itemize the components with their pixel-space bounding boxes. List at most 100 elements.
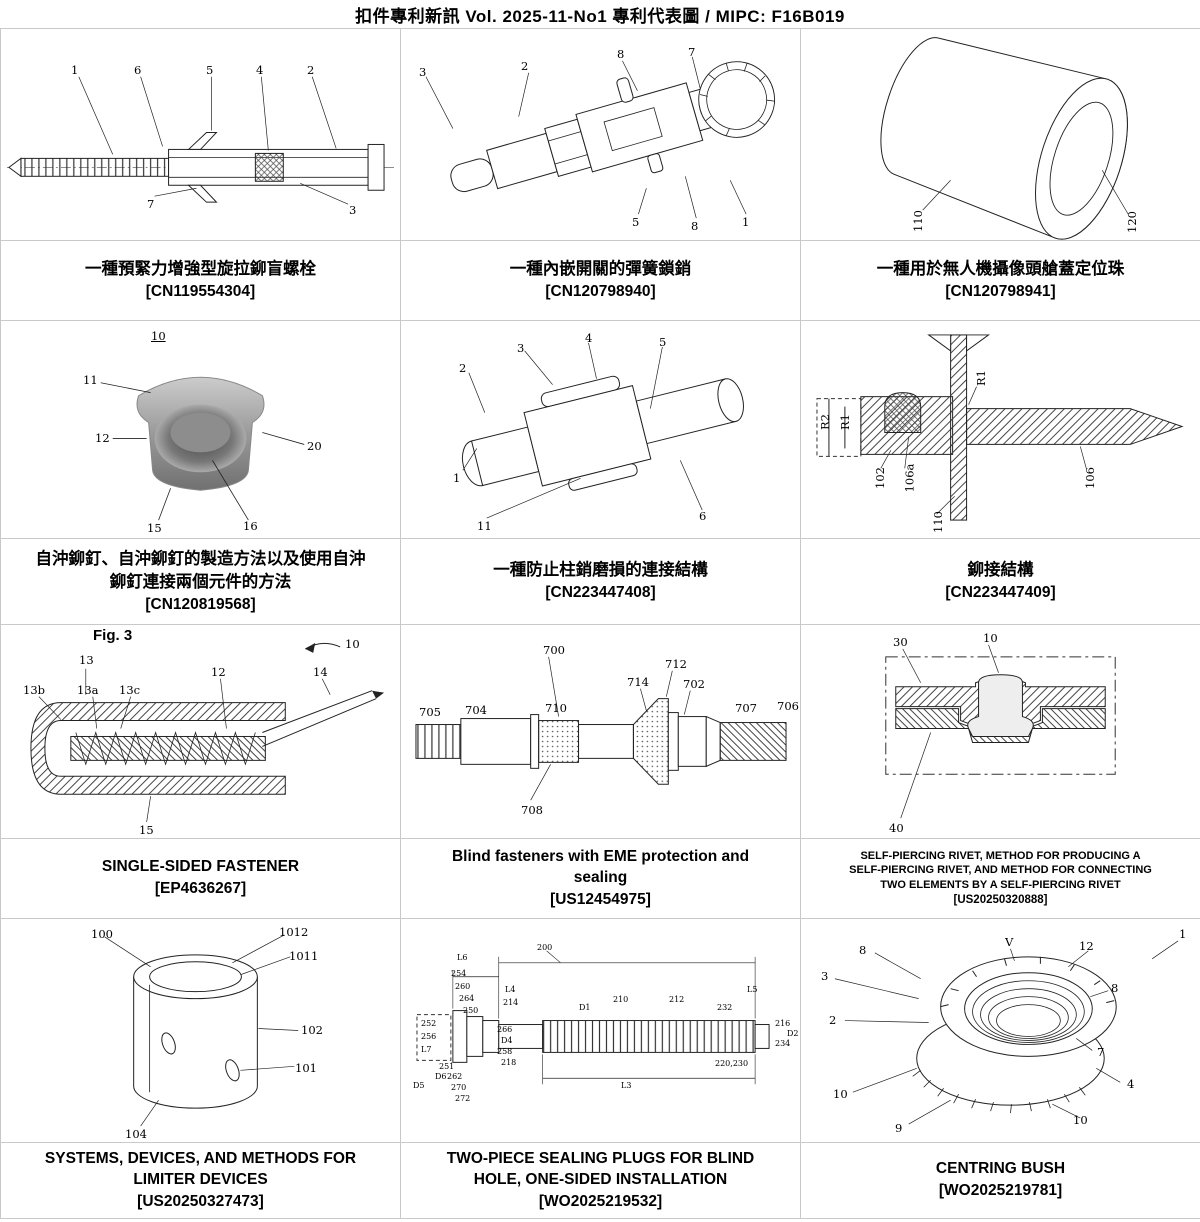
ref-label: R2 — [817, 414, 832, 430]
ref-label: D4 — [501, 1036, 513, 1045]
ref-label: 232 — [717, 1003, 733, 1012]
caption-US20250320888: SELF-PIERCING RIVET, METHOD FOR PRODUCIN… — [801, 839, 1200, 919]
limiter-sleeve-drawing — [104, 934, 299, 1127]
patent-number: [CN120798941] — [945, 283, 1056, 301]
patent-figure-sealing-plug: 200 L6 254 260 264 250 L4 214 D1 210 212… — [401, 919, 801, 1143]
ref-label: 254 — [451, 969, 467, 978]
ref-label: 13c — [119, 683, 141, 697]
ref-label: 12 — [211, 665, 226, 679]
ref-label: 1 — [742, 215, 750, 229]
ref-label: 100 — [91, 927, 113, 941]
patent-title: SELF-PIERCING RIVET, AND METHOD FOR CONN… — [849, 864, 1152, 877]
figure-caption-label: Fig. 3 — [93, 627, 133, 644]
patent-title: TWO ELEMENTS BY A SELF-PIERCING RIVET — [880, 878, 1121, 891]
ref-label: D5 — [413, 1081, 425, 1090]
ref-label: 1012 — [279, 925, 309, 939]
patent-figure-spring-lock-pin: 3 2 8 7 5 8 1 — [401, 29, 801, 241]
patent-figure-blind-fastener-eme: 700 712 714 702 705 704 710 707 706 708 — [401, 625, 801, 839]
ref-label: V — [1005, 935, 1014, 949]
ref-label: 102 — [872, 467, 887, 489]
positioning-ball-drawing — [880, 37, 1129, 240]
ref-label: 2 — [307, 63, 315, 77]
ref-label: 15 — [139, 823, 154, 837]
patent-title: 一種內嵌開關的彈簧鎖銷 — [509, 260, 692, 279]
patent-title: CENTRING BUSH — [935, 1160, 1066, 1178]
caption-WO2025219532: TWO-PIECE SEALING PLUGS FOR BLIND HOLE, … — [401, 1143, 801, 1219]
patent-number: [US20250327473] — [137, 1192, 264, 1210]
ref-label: 8 — [691, 219, 699, 233]
ref-label: 14 — [313, 665, 328, 679]
ref-label: 1 — [71, 63, 79, 77]
ref-label: 7 — [147, 197, 155, 211]
ref-label: 6 — [699, 509, 707, 523]
ref-label: 3 — [517, 341, 525, 355]
ref-label: 262 — [447, 1072, 463, 1081]
caption-WO2025219781: CENTRING BUSH [WO2025219781] — [801, 1143, 1200, 1219]
caption-EP4636267: SINGLE-SIDED FASTENER [EP4636267] — [1, 839, 401, 919]
ref-label: 110 — [910, 210, 925, 232]
ref-label: 700 — [543, 643, 565, 657]
single-sided-fastener-drawing — [30, 642, 385, 823]
patent-figure-limiter-sleeve: 100 1012 1011 102 101 104 — [1, 919, 401, 1143]
ref-label: 3 — [419, 65, 427, 79]
caption-CN120798941: 一種用於無人機攝像頭艙蓋定位珠 [CN120798941] — [801, 241, 1200, 321]
ref-label: D6 — [435, 1072, 447, 1081]
patent-figure-centring-bush: 8 V 12 1 3 8 2 7 10 4 9 10 — [801, 919, 1200, 1143]
patent-title: Blind fasteners with EME protection and — [451, 847, 750, 865]
ref-label: 258 — [497, 1047, 513, 1056]
ref-label: 10 — [151, 329, 166, 343]
patent-number: [CN223447409] — [945, 584, 1056, 602]
ref-label: 256 — [421, 1032, 437, 1041]
ref-label: L4 — [505, 985, 516, 994]
ref-label: 13a — [77, 683, 99, 697]
ref-label: 102 — [301, 1023, 323, 1037]
patent-title: 一種預緊力增強型旋拉鉚盲螺栓 — [85, 260, 316, 279]
ref-label: 101 — [295, 1061, 317, 1075]
ref-label: 7 — [1097, 1045, 1105, 1059]
patent-title: 自沖鉚釘、自沖鉚釘的製造方法以及使用自沖 — [35, 549, 366, 568]
caption-CN120819568: 自沖鉚釘、自沖鉚釘的製造方法以及使用自沖 鉚釘連接兩個元件的方法 [CN1208… — [1, 539, 401, 625]
ref-label: 251 — [439, 1062, 455, 1071]
ref-label: 5 — [659, 335, 667, 349]
patent-title: SYSTEMS, DEVICES, AND METHODS FOR — [44, 1149, 357, 1167]
ref-label: 708 — [521, 803, 543, 817]
ref-label: 6 — [134, 63, 142, 77]
patent-title: sealing — [573, 868, 628, 886]
ref-label: 714 — [627, 675, 649, 689]
patent-number: [CN223447408] — [545, 584, 656, 602]
pin-connection-drawing — [461, 342, 744, 519]
caption-CN223447408: 一種防止柱銷磨損的連接結構 [CN223447408] — [401, 539, 801, 625]
ref-label: L3 — [621, 1081, 632, 1090]
riveted-structure-drawing — [816, 334, 1184, 521]
ref-label: 104 — [125, 1127, 147, 1141]
patent-number: [CN120798940] — [545, 283, 656, 301]
ref-label: 4 — [585, 331, 593, 345]
ref-label: R1 — [837, 414, 852, 430]
ref-label: 250 — [463, 1006, 479, 1015]
self-piercing-rivet-photo — [100, 376, 305, 521]
ref-label: 12 — [95, 431, 110, 445]
patent-figure-single-sided-fastener: Fig. 3 13 13b 13a 13c 12 14 10 15 — [1, 625, 401, 839]
ref-label: 10 — [345, 637, 360, 651]
ref-label: 214 — [503, 998, 519, 1007]
ref-label: 8 — [859, 943, 867, 957]
ref-label: 110 — [930, 511, 945, 533]
ref-label: L6 — [457, 953, 468, 962]
ref-label: 705 — [419, 705, 441, 719]
ref-label: 11 — [83, 373, 98, 387]
caption-CN119554304: 一種預緊力增強型旋拉鉚盲螺栓 [CN119554304] — [1, 241, 401, 321]
caption-CN223447409: 鉚接結構 [CN223447409] — [801, 539, 1200, 625]
patent-number: [WO2025219532] — [538, 1192, 663, 1210]
patent-title: SINGLE-SIDED FASTENER — [101, 858, 300, 876]
patent-number: [CN119554304] — [145, 283, 256, 301]
ref-label: 5 — [632, 215, 640, 229]
ref-label: 264 — [459, 994, 475, 1003]
ref-label: 252 — [421, 1019, 437, 1028]
ref-label: 707 — [735, 701, 757, 715]
ref-label: 40 — [889, 821, 904, 835]
patent-title: SELF-PIERCING RIVET, METHOD FOR PRODUCIN… — [860, 850, 1141, 862]
ref-label: 1011 — [289, 949, 319, 963]
patent-number: [EP4636267] — [154, 880, 247, 898]
patent-number: [CN120819568] — [145, 595, 256, 613]
ref-label: 260 — [455, 982, 471, 991]
